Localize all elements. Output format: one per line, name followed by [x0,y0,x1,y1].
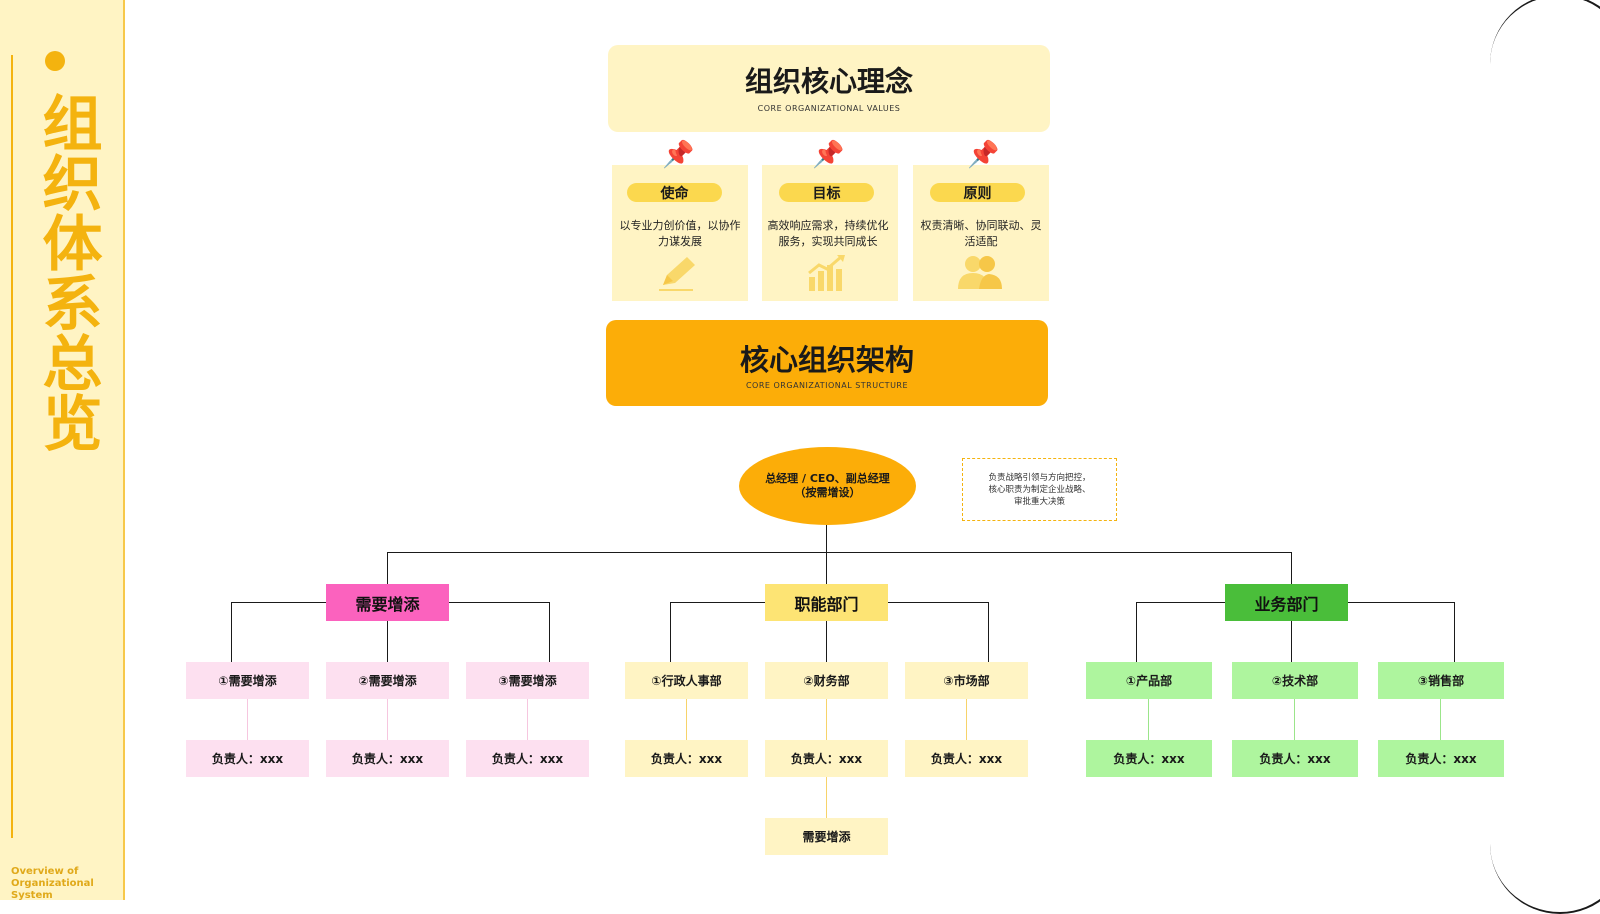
values-subtitle: CORE ORGANIZATIONAL VALUES [757,104,901,113]
pushpin-icon: 📌 [662,140,695,170]
value-desc-goal: 高效响应需求，持续优化服务，实现共同成长 [767,219,889,248]
connector-line [387,699,388,740]
connector-line [966,699,967,740]
sidebar-subtitle-line2: Organizational System [11,878,94,901]
lead-box: 负责人：xxx [1232,740,1358,777]
connector-line [826,525,827,552]
connector-line [826,777,827,818]
ceo-title: 总经理 / CEO、副总经理 [765,472,890,485]
connector-line [1148,699,1149,740]
values-title: 组织核心理念 [744,65,913,98]
connector-line [1291,621,1292,662]
page-edge-curve [1490,0,1600,914]
extra-box: 需要增添 [765,818,888,855]
values-header [608,45,1050,132]
pushpin-icon: 📌 [812,140,845,170]
connector-line [1136,602,1137,662]
ceo-note-inline: （按需增设） [794,486,861,499]
connector-line [1291,552,1292,584]
connector-line [1294,699,1295,740]
dept-box: ②财务部 [765,662,888,699]
people-icon [955,253,1005,293]
connector-line [826,552,827,584]
connector-line [686,699,687,740]
dept-box: ②技术部 [1232,662,1358,699]
connector-line [826,621,827,662]
pencil-icon [655,253,705,293]
structure-subtitle: CORE ORGANIZATIONAL STRUCTURE [745,381,909,390]
connector-line [387,552,1291,553]
value-desc-principle: 权责清晰、协同联动、灵活适配 [920,219,1042,248]
sidebar [0,0,125,900]
connector-line [387,552,388,584]
lead-box: 负责人：xxx [1086,740,1212,777]
value-label-mission: 使命 [627,183,722,202]
connector-line [826,699,827,740]
dept-box: ③市场部 [905,662,1028,699]
sidebar-dot [45,51,65,71]
lead-box: 负责人：xxx [466,740,589,777]
value-label-goal: 目标 [779,183,874,202]
connector-line [1454,602,1455,662]
category-box-functional: 职能部门 [765,584,888,621]
structure-title: 核心组织架构 [739,343,914,377]
connector-line [527,699,528,740]
lead-box: 负责人：xxx [1378,740,1504,777]
sidebar-accent-line [11,55,13,838]
connector-line [1440,699,1441,740]
structure-header [606,320,1048,406]
connector-line [549,602,550,662]
ceo-node: 总经理 / CEO、副总经理 （按需增设） [739,447,916,525]
lead-box: 负责人：xxx [326,740,449,777]
dept-box: ③销售部 [1378,662,1504,699]
sidebar-subtitle-line1: Overview of [11,866,79,877]
value-desc-mission: 以专业力创价值，以协作力谋发展 [619,219,741,248]
category-box-additional: 需要增添 [326,584,449,621]
connector-line [231,602,232,662]
connector-line [988,602,989,662]
sidebar-title: 组织体系总览 [32,92,102,452]
dept-box: ①产品部 [1086,662,1212,699]
pushpin-icon: 📌 [967,140,1000,170]
ceo-description-text: 负责战略引领与方向把控，核心职责为制定企业战略、审批重大决策 [988,472,1091,507]
value-label-principle: 原则 [930,183,1025,202]
growth-chart-icon [803,253,853,293]
category-box-business: 业务部门 [1225,584,1348,621]
connector-line [387,621,388,662]
connector-line [247,699,248,740]
dept-box: ②需要增添 [326,662,449,699]
connector-line [670,602,671,662]
ceo-description: 负责战略引领与方向把控，核心职责为制定企业战略、审批重大决策 [962,458,1117,521]
lead-box: 负责人：xxx [765,740,888,777]
lead-box: 负责人：xxx [625,740,748,777]
dept-box: ①行政人事部 [625,662,748,699]
lead-box: 负责人：xxx [905,740,1028,777]
dept-box: ①需要增添 [186,662,309,699]
dept-box: ③需要增添 [466,662,589,699]
lead-box: 负责人：xxx [186,740,309,777]
